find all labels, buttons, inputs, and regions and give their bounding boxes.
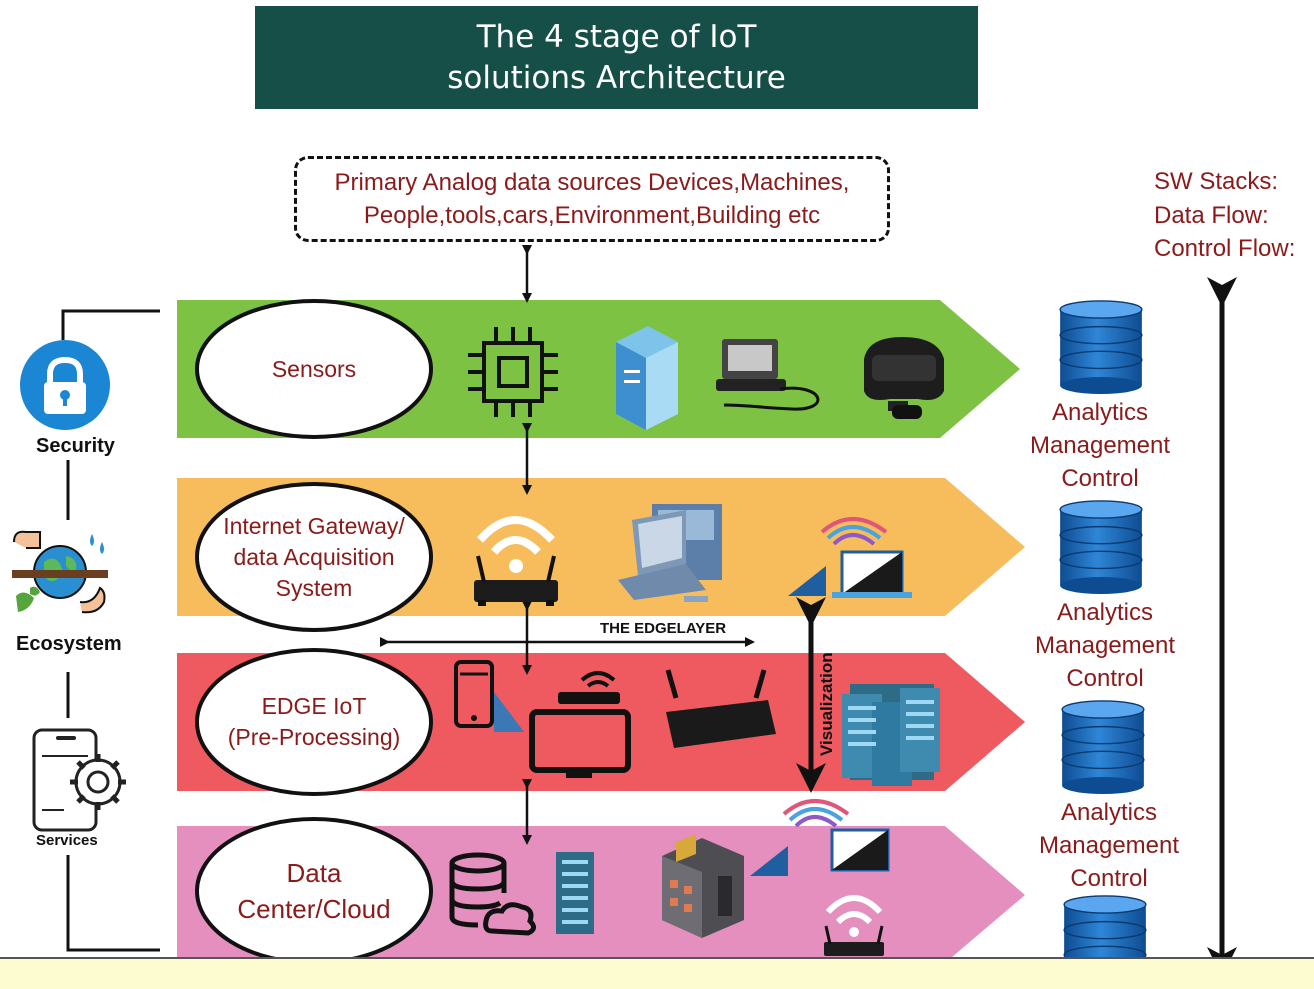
stage-ellipse-gateway — [195, 482, 433, 632]
wifi-router-icon — [474, 516, 558, 606]
files-icon — [616, 326, 678, 430]
title-line-2: solutions Architecture — [447, 59, 786, 96]
db1-line-3: Control — [1061, 465, 1139, 492]
legend-sw-stacks: SW Stacks: — [1154, 168, 1279, 195]
server-rack-icon — [842, 684, 940, 786]
stage-label-sensors: Sensors — [197, 301, 431, 437]
stage-gateway-line-3: System — [275, 574, 353, 601]
database-text-2: Analytics Management Control — [1015, 596, 1195, 695]
vr-headset-icon — [864, 337, 944, 419]
database-text-1: Analytics Management Control — [1010, 396, 1190, 495]
title-line-1: The 4 stage of IoT — [476, 18, 757, 55]
services-label: Services — [36, 832, 98, 849]
stage-gateway-line-1: Internet Gateway/ — [223, 512, 405, 539]
stage-edge-line-2: (Pre-Processing) — [227, 724, 401, 750]
stage-datacenter-line-1: Data — [286, 858, 342, 888]
tv-router-icon — [529, 671, 631, 778]
visualization-icon — [788, 517, 912, 598]
database-icon-2 — [1059, 500, 1143, 595]
data-sources-line-1: Primary Analog data sources Devices,Mach… — [334, 169, 850, 196]
bracket-bottom-line — [66, 855, 160, 952]
security-label: Security — [36, 435, 115, 457]
server-icon — [556, 852, 594, 934]
edge-layer-label: THE EDGELAYER — [600, 620, 727, 637]
ecosystem-label: Ecosystem — [16, 633, 122, 655]
stage-label-datacenter: Data Center/Cloud — [197, 819, 431, 963]
stage-label-edge: EDGE IoT (Pre-Processing) — [197, 650, 431, 794]
stage-ellipse-edge — [195, 648, 433, 796]
database-text-3: Analytics Management Control — [1019, 796, 1199, 895]
db1-line-1: Analytics — [1051, 399, 1149, 426]
chip-icon — [468, 327, 558, 417]
stage-datacenter-line-2: Center/Cloud — [237, 894, 391, 924]
stage-ellipse-sensors — [195, 299, 433, 439]
stage-sensors-line-1: Sensors — [271, 355, 357, 382]
laptop-icon — [618, 504, 722, 602]
db2-line-2: Management — [1034, 632, 1176, 659]
services-icon — [32, 728, 126, 832]
data-sources-line-2: People,tools,cars,Environment,Building e… — [363, 202, 821, 229]
wifi-router-icon-2 — [824, 895, 884, 956]
data-sources-box: Primary Analog data sources Devices,Mach… — [294, 156, 890, 242]
visualization-label-box: Visualization — [817, 652, 836, 756]
db2-line-1: Analytics — [1056, 599, 1154, 626]
db3-line-1: Analytics — [1060, 799, 1158, 826]
visualization-icon-2 — [750, 799, 890, 876]
smartphone-icon — [454, 660, 524, 732]
db3-line-2: Management — [1038, 832, 1180, 859]
stage-label-gateway: Internet Gateway/ data Acquisition Syste… — [197, 484, 431, 630]
ecosystem-icon — [12, 530, 108, 614]
stage-edge-line-1: EDGE IoT — [261, 693, 367, 719]
db1-line-2: Management — [1029, 432, 1171, 459]
db3-line-3: Control — [1070, 865, 1148, 892]
device-cable-icon — [716, 339, 820, 411]
bracket-top-line — [61, 309, 160, 340]
db2-line-3: Control — [1066, 665, 1144, 692]
legend-control-flow: Control Flow: — [1154, 235, 1296, 262]
diagram-title: The 4 stage of IoT solutions Architectur… — [255, 6, 978, 109]
database-icon-1 — [1059, 300, 1143, 395]
legend-data-flow: Data Flow: — [1154, 202, 1269, 229]
stage-gateway-line-2: data Acquisition — [233, 543, 395, 570]
database-cloud-icon — [449, 852, 536, 936]
building-icon — [662, 834, 744, 938]
router-icon — [665, 669, 776, 748]
database-icon-3 — [1061, 700, 1145, 795]
lock-icon — [20, 340, 110, 430]
visualization-label: Visualization — [817, 652, 836, 756]
bottom-strip — [0, 957, 1314, 989]
